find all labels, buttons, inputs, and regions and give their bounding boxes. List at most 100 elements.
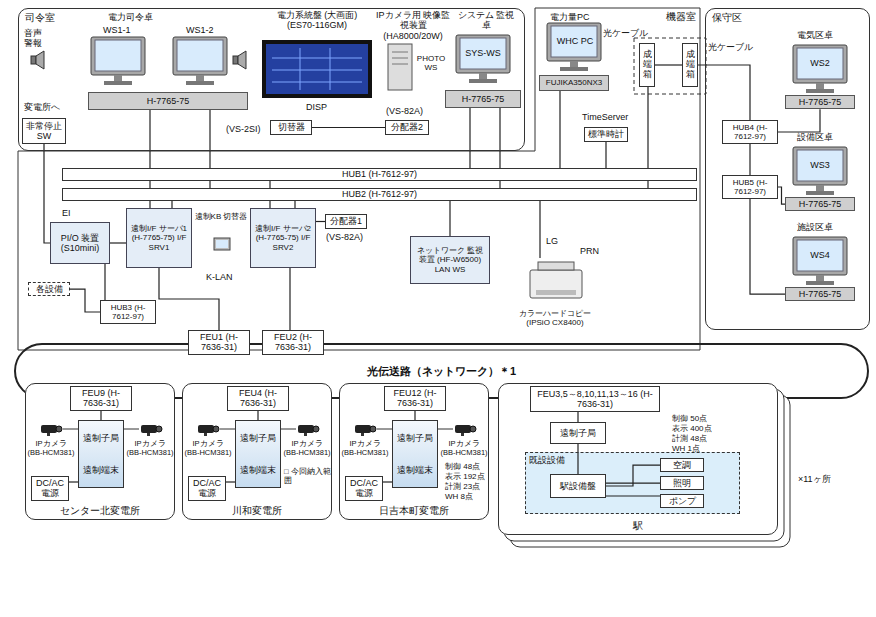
- text-label: WH 1点: [672, 444, 700, 453]
- text-label: 制御 50点: [672, 414, 707, 423]
- node-text: 分配器1: [330, 216, 362, 226]
- text-label: IPカメラ (BB-HCM381): [27, 440, 75, 457]
- connector-wire: [778, 109, 820, 132]
- node-text: FEU3,5～8,10,11,13～16 (H-7636-31): [533, 389, 657, 410]
- node-text: 光伝送路（ネットワーク）＊1: [367, 365, 516, 378]
- connector-wire: [226, 481, 235, 482]
- feu-unit: FEU9 (H-7636-31): [70, 386, 132, 411]
- kvm-monitor-screen: [216, 240, 228, 248]
- connector-wire: [70, 289, 100, 312]
- video-splitter: 分配器1: [325, 214, 367, 229]
- text-label: ×11ヶ所: [798, 474, 831, 484]
- text-label: 音声 警報: [24, 28, 44, 49]
- node-text: 非常停止 SW: [25, 121, 63, 142]
- connector-wire: [69, 481, 78, 482]
- text-label: WS4: [800, 250, 840, 260]
- node-text: 遠制子局: [240, 433, 276, 443]
- node-text: 司令室: [25, 12, 55, 24]
- node-text: PI/O 装置 (S10mini): [53, 233, 107, 254]
- video-splitter: 分配器2: [385, 120, 429, 135]
- node-text: 遠制端末: [83, 465, 119, 475]
- text-label: WHC PC: [552, 36, 598, 46]
- room-region: 保守区H-7765-75HUB4 (H-7612-97)HUB5 (H-7612…: [705, 8, 870, 330]
- node-text: 各設備: [36, 284, 63, 294]
- connector-wire: [749, 144, 750, 175]
- speaker-icon: [233, 51, 246, 69]
- patch-panel-outline: [634, 38, 706, 94]
- remote-terminal: 遠制子局遠制端末: [78, 420, 124, 488]
- equipment-room-outline: [18, 8, 700, 350]
- node-text: ネットワーク 監視装置 (HF-W6500) LAN WS: [413, 246, 487, 274]
- node-text: HUB4 (H-7612-97): [725, 123, 775, 141]
- printer-body: [530, 270, 582, 298]
- connector-wire: [449, 201, 450, 236]
- feu-unit: FEU2 (H-7636-31): [262, 330, 324, 355]
- remote-station: 遠制子局: [550, 422, 606, 444]
- node-text: 既設設備: [529, 455, 565, 465]
- connector-wire: [171, 201, 172, 208]
- node-text: 機器室: [666, 11, 696, 23]
- operator-desk: H-7765-75: [88, 92, 248, 110]
- node-text: 成端箱: [686, 50, 695, 80]
- monitor-icon: [456, 35, 510, 83]
- node-text: 遠制端末: [397, 465, 433, 475]
- connector-wire: [104, 264, 105, 300]
- node-text: H-7765-75: [799, 199, 842, 209]
- connector-wire: [383, 481, 392, 482]
- node-text: FEU2 (H-7636-31): [265, 332, 321, 353]
- node-text: FEU4 (H-7636-31): [230, 388, 286, 409]
- text-label: 表示 400点: [672, 424, 712, 433]
- node-text: 日吉本町変電所: [379, 505, 449, 517]
- hub-switch: HUB3 (H-7612-97): [100, 300, 156, 324]
- text-label: TimeServer: [582, 112, 628, 122]
- substation-fill: [339, 383, 489, 520]
- text-label: □ 今回納入範囲: [284, 468, 331, 485]
- text-label: IPカメラ (BB-HCM381): [440, 440, 488, 457]
- network-monitor: ネットワーク 監視装置 (HF-W6500) LAN WS: [410, 236, 490, 284]
- text-label: 変電所へ: [24, 102, 60, 112]
- air-conditioning-box: 空調: [660, 458, 704, 472]
- connector-wire: [778, 187, 785, 204]
- text-label: LG: [546, 236, 558, 246]
- connector-wire: [100, 411, 101, 420]
- text-label: (VS-2SI): [226, 124, 261, 134]
- node-text: H-7765-75: [799, 289, 842, 299]
- text-label: 電力系統盤 (大画面) (ES70-116GM): [262, 10, 372, 31]
- node-text: 照明: [673, 478, 691, 488]
- text-label: SYS-WS: [463, 48, 503, 58]
- text-label: IPカメラ (BB-HCM381): [184, 440, 232, 457]
- node-text: DC/AC 電源: [34, 478, 66, 499]
- pc-tower-slots: [392, 52, 408, 64]
- monitor-icon: [173, 37, 227, 85]
- room-region: 司令室H-7765-75非常停止 SW切替器分配器2H-7765-75: [18, 8, 525, 151]
- kvm-monitor-icon: [214, 238, 230, 250]
- text-label: システム 監視卓: [456, 10, 516, 31]
- substation-fill: [25, 383, 175, 520]
- text-label: IPカメラ (BB-HCM381): [341, 440, 389, 457]
- pump-box: ポンプ: [660, 494, 704, 508]
- text-label: 制御 48点: [445, 462, 480, 471]
- camera-icon: [198, 425, 219, 436]
- node-text: FUJIKA350NX3: [546, 78, 602, 87]
- text-label: 電気区卓: [797, 30, 833, 40]
- remote-terminal: 遠制子局遠制端末: [392, 420, 438, 488]
- printer-slot: [536, 290, 576, 295]
- text-label: PHOTO WS: [416, 54, 446, 72]
- speaker-icon: [31, 51, 44, 69]
- text-label: WS3: [800, 160, 840, 170]
- monitor-icon: [91, 37, 145, 85]
- feu-unit: FEU1 (H-7636-31): [188, 330, 250, 355]
- equipment-panel: 駅設備盤: [550, 474, 606, 498]
- large-screen-frame: [262, 40, 372, 98]
- termination-box: 成端箱: [682, 43, 698, 87]
- connector-wire: [655, 64, 682, 65]
- connector-wire: [469, 108, 470, 168]
- node-text: FEU12 (H-7636-31): [387, 388, 443, 409]
- node-text: 遠制I/F サーバ1 (H-7765-75) I/F SRV1: [129, 224, 189, 252]
- text-label: 電力司令卓: [108, 12, 153, 22]
- node-text: 遠制I/F サーバ2 (H-7765-75) I/F SRV2: [253, 224, 313, 252]
- text-label: WS2: [800, 58, 840, 68]
- node-text: HUB3 (H-7612-97): [103, 303, 153, 321]
- operator-desk: H-7765-75: [445, 90, 521, 108]
